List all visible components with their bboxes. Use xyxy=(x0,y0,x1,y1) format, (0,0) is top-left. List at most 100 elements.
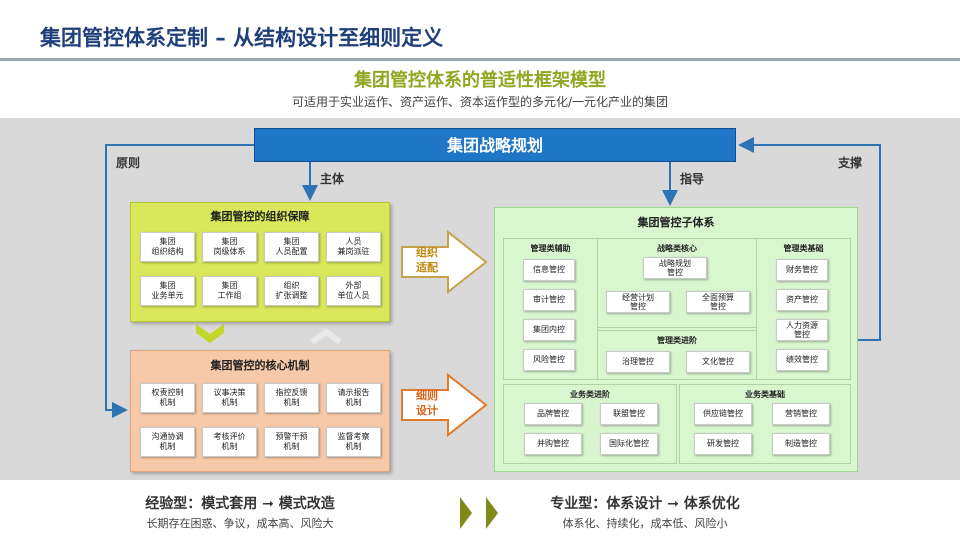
biz-advance-item: 并购管控 xyxy=(524,433,582,455)
basic-title: 管理类基础 xyxy=(783,244,824,253)
biz-advance-panel: 业务类进阶 品牌管控 联盟管控 并购管控 国际化管控 xyxy=(503,384,677,464)
cell-line: 岗级体系 xyxy=(213,247,246,256)
cell-line: 集团 xyxy=(159,237,176,247)
diagram-subtitle: 可适用于实业运作、资产运作、资本运作型的多元化/一元化产业的集团 xyxy=(291,95,669,109)
cell-line: 人员配置 xyxy=(275,247,308,256)
cell-line: 集团 xyxy=(221,281,238,291)
biz-advance-title: 业务类进阶 xyxy=(570,390,610,399)
cell-line: 预警干预 xyxy=(275,432,308,442)
org-item: 集团业务单元 xyxy=(140,276,195,306)
subject-label: 主体 xyxy=(320,172,345,186)
advance-title: 管理类进阶 xyxy=(657,336,697,345)
org-guarantee-box: 集团管控的组织保障 集团组织结构集团岗级体系集团人员配置人员兼岗派驻集团业务单元… xyxy=(130,202,390,322)
strategy-core-panel: 战略类核心 战略规划管控 经营计划管控 全面预算管控 xyxy=(597,238,757,328)
org-fit-line-1: 组织 xyxy=(416,246,438,259)
bottom-chevron-1 xyxy=(460,497,472,529)
title-divider xyxy=(0,58,960,61)
cell-line: 集团 xyxy=(221,237,238,247)
bottom-chevron-2 xyxy=(486,497,498,529)
biz-basic-panel: 业务类基础 供应链管控 营销管控 研发管控 制造管控 xyxy=(679,384,851,464)
cell-line: 机制 xyxy=(159,398,176,407)
assist-item: 审计管控 xyxy=(523,289,575,311)
cell-line: 监督考察 xyxy=(337,432,370,442)
org-item: 集团工作组 xyxy=(202,276,257,306)
basic-panel: 管理类基础 财务管控 资产管控 人力资源管控 绩效管控 xyxy=(756,238,851,380)
principle-line xyxy=(105,144,254,418)
core-item: 监督考察机制 xyxy=(326,427,381,457)
cell-line: 机制 xyxy=(221,398,238,407)
advance-item: 治理管控 xyxy=(606,351,670,373)
cell-line: 机制 xyxy=(221,442,238,451)
cell-line: 机制 xyxy=(345,398,362,407)
org-item: 外部单位人员 xyxy=(326,276,381,306)
core-mechanism-box: 集团管控的核心机制 权责控制机制议事决策机制指控反馈机制请示报告机制沟通协调机制… xyxy=(130,350,390,472)
org-fit-arrow xyxy=(401,229,488,295)
biz-advance-item: 国际化管控 xyxy=(600,433,658,455)
assist-item: 信息管控 xyxy=(523,259,575,281)
advance-item: 文化管控 xyxy=(686,351,750,373)
cell-line: 沟通协调 xyxy=(151,432,184,442)
cell-line: 集团 xyxy=(159,281,176,291)
cell-line: 机制 xyxy=(283,442,300,451)
budget-item: 全面预算管控 xyxy=(686,291,750,313)
core-item: 预警干预机制 xyxy=(264,427,319,457)
cell-line: 经营计划 xyxy=(622,292,654,302)
cell-line: 人力资源 xyxy=(786,320,818,330)
cell-line: 组织结构 xyxy=(151,247,184,256)
diagram-title: 集团管控体系的普适性框架模型 xyxy=(354,70,606,91)
professional-approach: 专业型：体系设计 ➞ 体系优化 体系化、持续化，成本低、风险小 xyxy=(480,493,810,531)
cell-line: 业务单元 xyxy=(151,291,184,300)
cell-line: 机制 xyxy=(283,398,300,407)
detail-design-line-1: 细则 xyxy=(416,389,438,402)
cell-line: 外部 xyxy=(345,281,362,291)
cell-line: 机制 xyxy=(345,442,362,451)
cell-line: 战略规划 xyxy=(659,258,691,268)
cell-line: 工作组 xyxy=(217,291,242,300)
basic-item: 资产管控 xyxy=(776,289,828,311)
cell-line: 请示报告 xyxy=(337,388,370,398)
guide-label: 指导 xyxy=(680,172,705,186)
professional-desc: 体系化、持续化，成本低、风险小 xyxy=(562,517,728,530)
org-item: 集团组织结构 xyxy=(140,232,195,262)
cell-line: 权责控制 xyxy=(151,388,184,398)
biz-basic-item: 制造管控 xyxy=(772,433,830,455)
biz-basic-item: 供应链管控 xyxy=(694,403,752,425)
core-item: 沟通协调机制 xyxy=(140,427,195,457)
org-item: 集团岗级体系 xyxy=(202,232,257,262)
basic-item: 绩效管控 xyxy=(776,349,828,371)
business-plan-item: 经营计划管控 xyxy=(606,291,670,313)
biz-basic-item: 营销管控 xyxy=(772,403,830,425)
biz-basic-title: 业务类基础 xyxy=(745,390,785,399)
cell-line: 扩张调整 xyxy=(275,291,308,300)
cell-line: 管控 xyxy=(794,330,810,339)
core-up-chevron xyxy=(310,328,342,345)
cell-line: 组织 xyxy=(283,281,300,291)
cell-line: 兼岗派驻 xyxy=(337,247,370,256)
org-item: 集团人员配置 xyxy=(264,232,319,262)
professional-title: 专业型：体系设计 ➞ 体系优化 xyxy=(550,496,740,512)
cell-line: 机制 xyxy=(159,442,176,451)
support-label: 支撑 xyxy=(838,156,863,170)
cell-line: 管控 xyxy=(667,268,683,277)
core-item: 指控反馈机制 xyxy=(264,383,319,413)
advance-panel: 管理类进阶 治理管控 文化管控 xyxy=(597,330,757,380)
basic-item: 人力资源管控 xyxy=(776,319,828,341)
cell-line: 人员 xyxy=(345,237,362,247)
experience-approach: 经验型：模式套用 ➞ 模式改造 长期存在困惑、争议，成本高、风险大 xyxy=(0,493,480,531)
cell-line: 考核评价 xyxy=(213,432,246,442)
detail-design-line-2: 设计 xyxy=(416,403,438,417)
page-title: 集团管控体系定制 – 从结构设计至细则定义 xyxy=(40,26,444,50)
core-item: 议事决策机制 xyxy=(202,383,257,413)
org-fit-label: 组织 适配 xyxy=(406,246,448,276)
support-line xyxy=(738,137,881,341)
biz-advance-item: 品牌管控 xyxy=(524,403,582,425)
experience-title: 经验型：模式套用 ➞ 模式改造 xyxy=(145,496,335,512)
org-item: 组织扩张调整 xyxy=(264,276,319,306)
strategy-plan-item: 战略规划管控 xyxy=(643,257,707,279)
assist-title: 管理类辅助 xyxy=(530,244,571,253)
org-title: 集团管控的组织保障 xyxy=(210,210,310,223)
cell-line: 集团 xyxy=(283,237,300,247)
cell-line: 单位人员 xyxy=(337,291,370,300)
core-item: 请示报告机制 xyxy=(326,383,381,413)
